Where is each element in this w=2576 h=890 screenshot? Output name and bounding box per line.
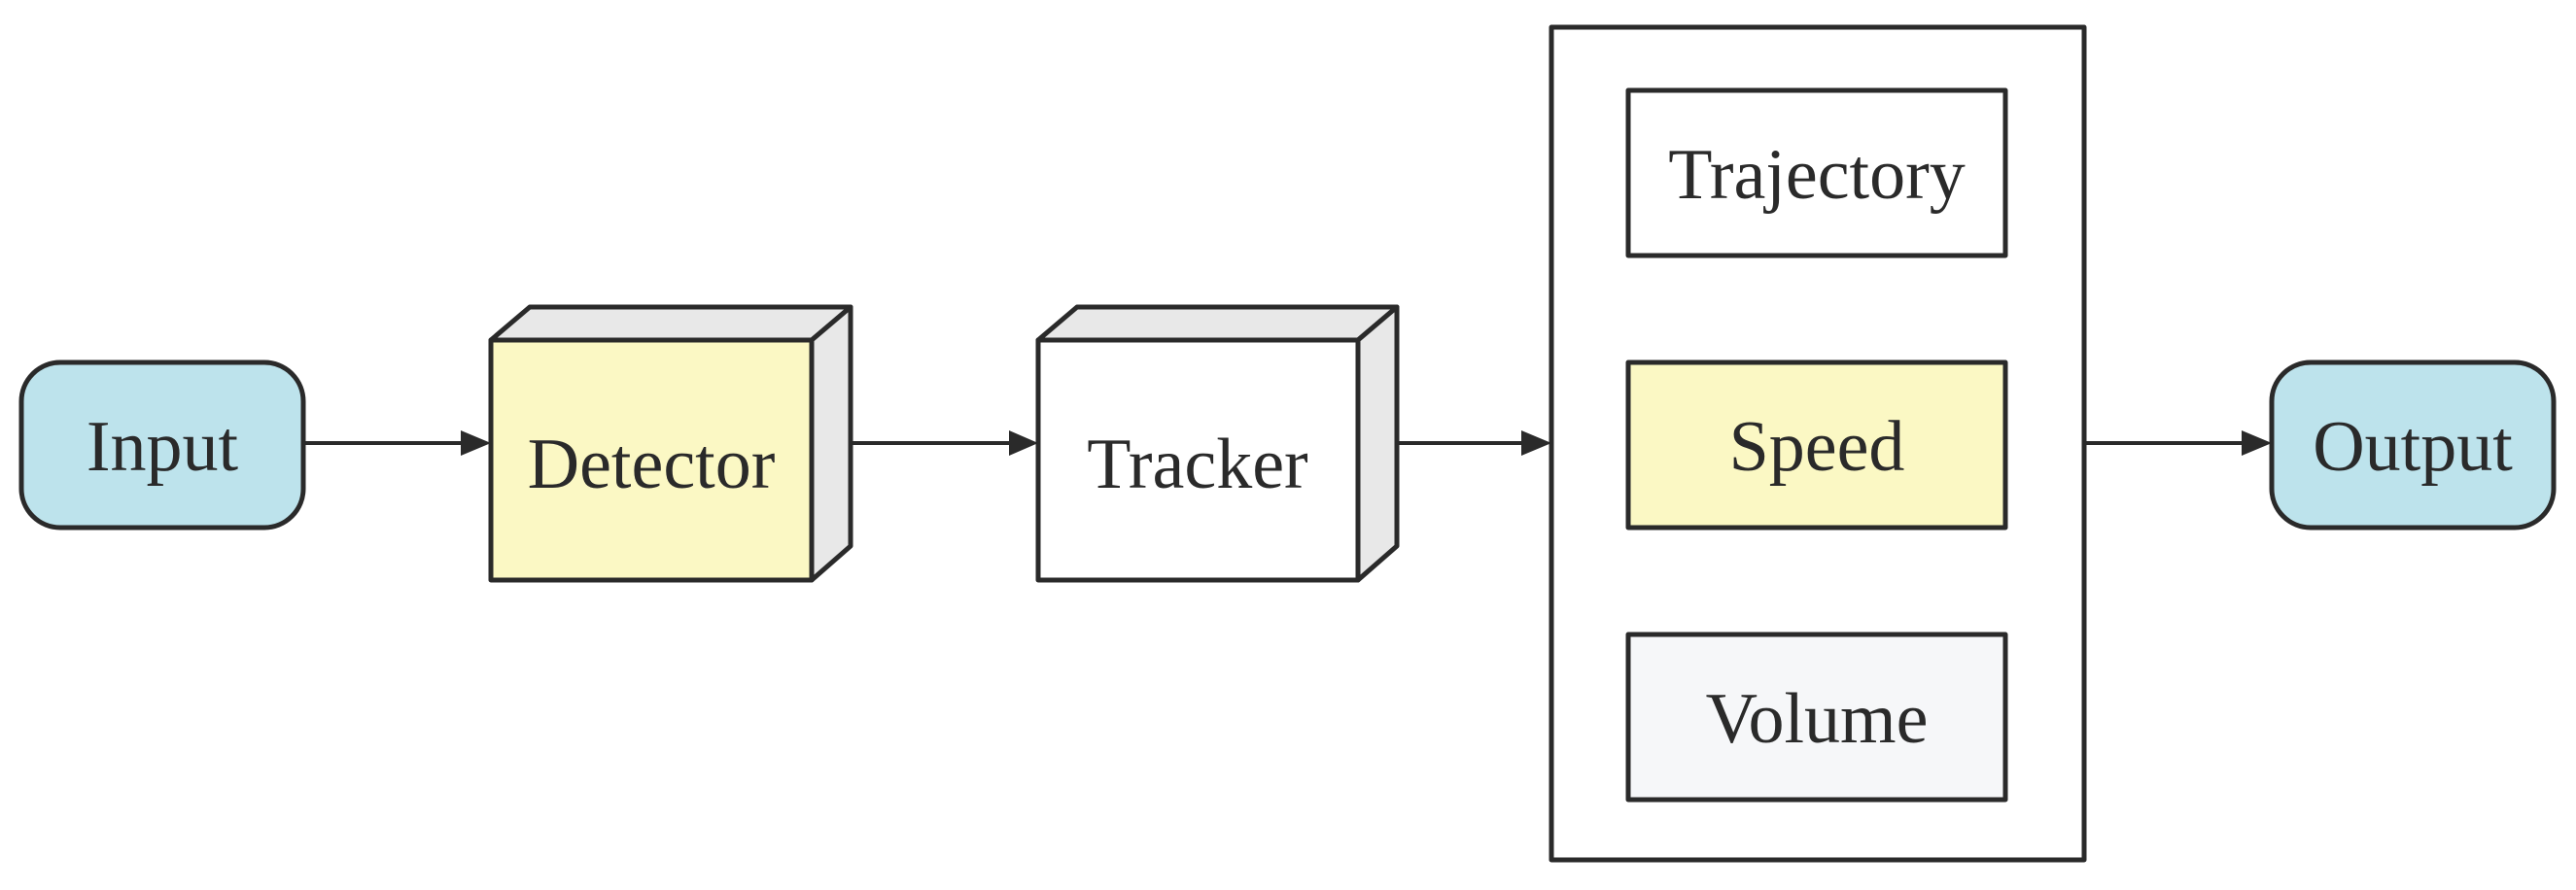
edge-detector-to-tracker — [851, 430, 1038, 456]
edge-tracker-to-results — [1397, 430, 1551, 456]
volume-node: Volume — [1625, 632, 2008, 803]
detector-node-top — [488, 304, 853, 343]
speed-node-box — [1625, 359, 2008, 531]
arrow-head — [1521, 430, 1551, 456]
output-node-label: Output — [2313, 407, 2513, 487]
speed-node-label: Speed — [1729, 407, 1905, 487]
arrow-head — [461, 430, 491, 456]
detector-node-front — [488, 337, 815, 583]
detector-node-side — [809, 304, 853, 583]
arrow-head — [1009, 430, 1038, 456]
output-node-box — [2269, 359, 2557, 531]
tracker-node: Tracker — [1035, 304, 1400, 583]
output-node: Output — [2269, 359, 2557, 531]
tracker-node-front — [1035, 337, 1361, 583]
trajectory-node-label: Trajectory — [1668, 135, 1966, 215]
volume-node-box — [1625, 632, 2008, 803]
detector-node-label: Detector — [528, 425, 776, 504]
edge-input-to-detector — [303, 430, 491, 456]
input-node: Input — [18, 359, 306, 531]
trajectory-node: Trajectory — [1625, 87, 2008, 258]
arrow-head — [2242, 430, 2272, 456]
detector-node: Detector — [488, 304, 853, 583]
edge-results-to-output — [2084, 430, 2272, 456]
tracker-node-top — [1035, 304, 1400, 343]
input-node-label: Input — [87, 407, 239, 487]
results-group: Trajectory Speed Volume — [1549, 24, 2087, 863]
trajectory-node-box — [1625, 87, 2008, 258]
tracker-node-side — [1355, 304, 1400, 583]
tracker-node-label: Tracker — [1087, 425, 1307, 504]
volume-node-label: Volume — [1706, 679, 1929, 759]
speed-node: Speed — [1625, 359, 2008, 531]
